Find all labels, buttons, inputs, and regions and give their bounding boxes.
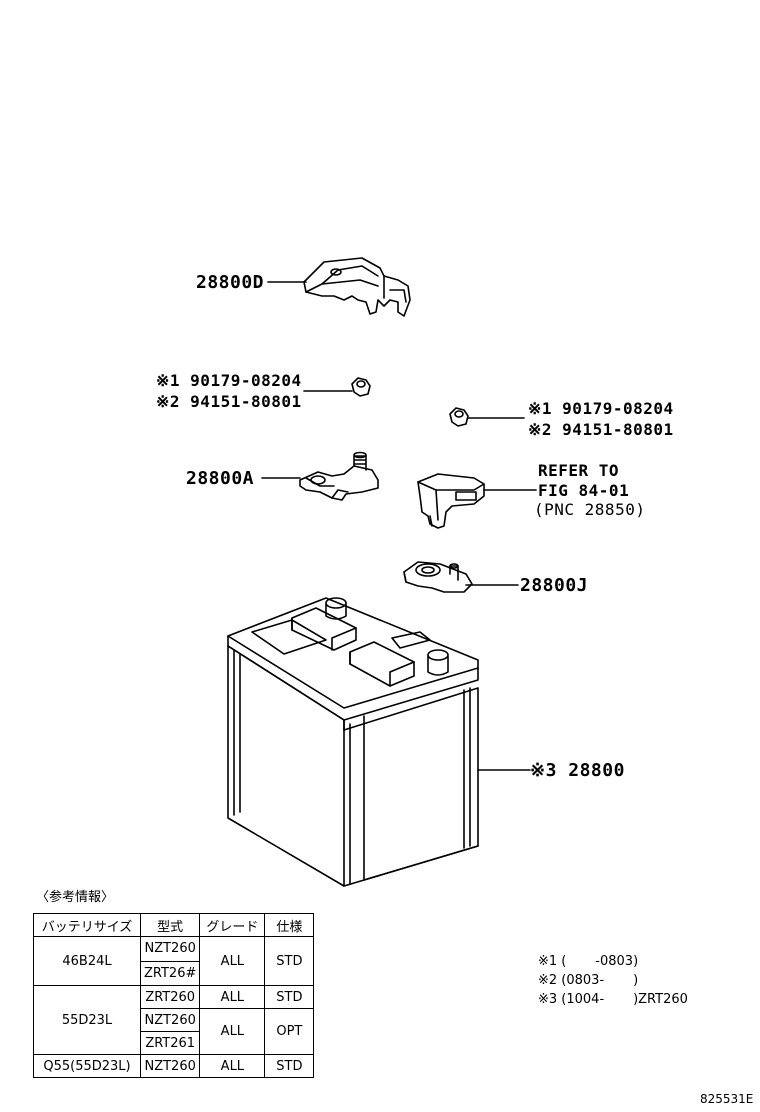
- cell-model: ZRT261: [139, 1031, 201, 1055]
- cell-spec: STD: [264, 936, 315, 986]
- label-refer-line-1: REFER TO: [538, 461, 620, 480]
- table-row: Q55(55D23L) NZT260 ALL STD: [33, 1054, 315, 1078]
- terminal-clamp-28800a: [299, 451, 379, 501]
- label-battery: ※3 28800: [530, 760, 625, 781]
- footnote-1: ※1 ( -0803): [538, 954, 639, 969]
- terminal-cover-28800d: [303, 257, 411, 317]
- bracket-fig-84-01: [417, 473, 485, 529]
- label-refer-line-3: (PNC 28850): [534, 500, 646, 519]
- battery-28800: [227, 597, 479, 887]
- table-header-row: バッテリサイズ 型式 グレード 仕様: [33, 913, 315, 937]
- nut-right: [449, 407, 469, 427]
- footnote-3: ※3 (1004- )ZRT260: [538, 992, 688, 1007]
- cell-size: Q55(55D23L): [33, 1054, 141, 1078]
- figure-id: 825531E: [700, 1092, 754, 1106]
- cell-grade: ALL: [199, 1054, 266, 1078]
- header-model: 型式: [139, 913, 201, 937]
- table-row: 55D23L ZRT260 ALL STD: [33, 985, 315, 1055]
- nut-left: [351, 377, 371, 397]
- label-28800a: 28800A: [186, 468, 255, 489]
- label-right-nut-2: ※2 94151-80801: [528, 420, 674, 439]
- cell-model: NZT260: [139, 1008, 201, 1032]
- cell-spec: OPT: [264, 1008, 315, 1055]
- cell-size: 46B24L: [33, 936, 141, 986]
- label-left-nut-1: ※1 90179-08204: [156, 371, 302, 390]
- label-right-nut-1: ※1 90179-08204: [528, 399, 674, 418]
- table-row: NZT260 ALL OPT: [34, 1008, 315, 1055]
- cell-spec: STD: [264, 985, 315, 1009]
- header-battery-size: バッテリサイズ: [33, 913, 141, 937]
- header-spec: 仕様: [264, 913, 315, 937]
- cell-model: ZRT260: [139, 985, 201, 1009]
- table-row: ZRT26#: [34, 960, 314, 986]
- cell-size: 55D23L: [33, 985, 141, 1055]
- reference-table: バッテリサイズ 型式 グレード 仕様 46B24L NZT260 ALL STD…: [33, 913, 315, 1078]
- cell-model: NZT260: [139, 936, 201, 962]
- cell-grade: ALL: [199, 1008, 266, 1055]
- cell-grade: ALL: [199, 985, 266, 1009]
- cell-grade: ALL: [199, 936, 266, 986]
- terminal-28800j: [403, 561, 473, 593]
- table-row: 46B24L NZT260 ALL STD: [33, 936, 315, 986]
- label-left-nut-2: ※2 94151-80801: [156, 392, 302, 411]
- label-28800j: 28800J: [520, 575, 589, 596]
- cell-model: NZT260: [139, 1054, 201, 1078]
- reference-heading: 〈参考情報〉: [36, 890, 115, 905]
- label-28800d: 28800D: [196, 272, 265, 293]
- header-grade: グレード: [199, 913, 266, 937]
- footnote-2: ※2 (0803- ): [538, 973, 639, 988]
- cell-spec: STD: [264, 1054, 315, 1078]
- label-refer-line-2: FIG 84-01: [538, 481, 630, 500]
- cell-model: ZRT26#: [139, 960, 201, 986]
